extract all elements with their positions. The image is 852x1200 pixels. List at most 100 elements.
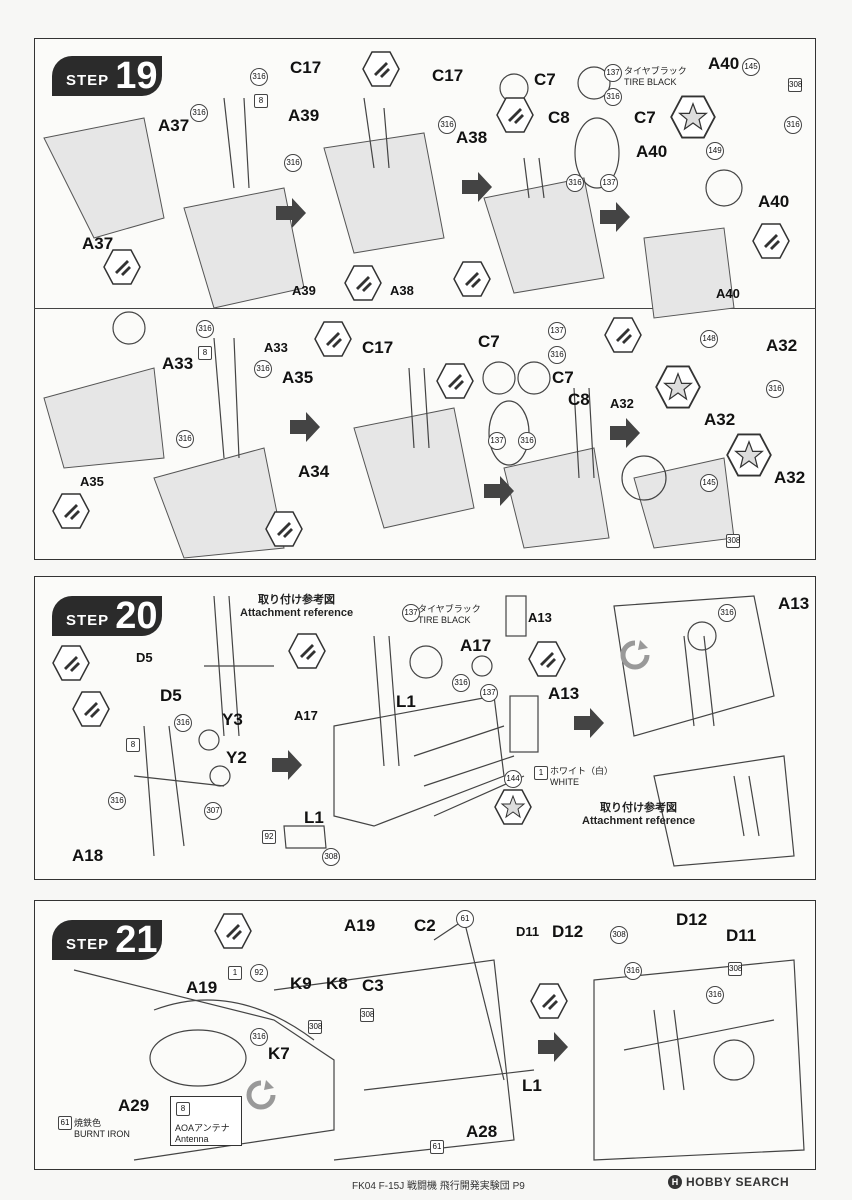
paint-code: 316 (784, 116, 802, 134)
step-19-arrow-5 (484, 476, 514, 506)
star-decal-hex-icon (494, 789, 532, 825)
ref-jp: 取り付け参考図 (600, 802, 678, 814)
decal-hex-icon (530, 983, 568, 1019)
tire-black-jp: タイヤブラック (418, 604, 481, 614)
paint-code: 61 (58, 1116, 72, 1130)
paint-code: 308 (728, 962, 742, 976)
part-label-a19: A19 (344, 916, 376, 935)
burnt-iron-en: BURNT IRON (74, 1129, 130, 1139)
decal-hex-icon (362, 51, 400, 87)
h-logo-icon: H (668, 1175, 682, 1189)
part-label-c7: C7 (478, 332, 500, 351)
paint-code: 316 (604, 88, 622, 106)
step-19-arrow-3 (600, 202, 630, 232)
paint-code: 308 (788, 78, 802, 92)
part-label-l1: L1 (304, 808, 324, 827)
part-label-a40: A40 (636, 142, 668, 161)
paint-code: 308 (308, 1020, 322, 1034)
step-word: STEP (66, 71, 110, 89)
paint-code: 144 (504, 770, 522, 788)
paint-code: 316 (250, 68, 268, 86)
part-label-l1: L1 (396, 692, 416, 711)
paint-code: 316 (176, 430, 194, 448)
decal-hex-icon (314, 321, 352, 357)
part-label-c8: C8 (548, 108, 570, 127)
paint-code: 316 (518, 432, 536, 450)
part-label-d11: D11 (516, 924, 540, 939)
paint-code: 316 (706, 986, 724, 1004)
part-label-l1: L1 (522, 1076, 542, 1095)
page-footer-title: FK04 F-15J 戦闘機 飛行開発実験団 P9 (352, 1181, 525, 1192)
part-label-k7: K7 (268, 1044, 290, 1063)
paint-code: 307 (204, 802, 222, 820)
step-20-arrow-2 (574, 708, 604, 738)
part-label-a35: A35 (282, 368, 314, 387)
step-21-arrow-1 (538, 1032, 568, 1062)
part-label-a18: A18 (72, 846, 104, 865)
decal-hex-icon (496, 97, 534, 133)
step-number: 21 (115, 919, 158, 961)
decal-hex-icon (288, 633, 326, 669)
part-label-a32: A32 (704, 410, 736, 429)
star-decal-hex-icon (726, 433, 772, 477)
part-label-a35: A35 (80, 474, 104, 489)
step-number: 20 (115, 595, 158, 637)
part-label-a40: A40 (758, 192, 790, 211)
decal-hex-icon (752, 223, 790, 259)
paint-code: 92 (262, 830, 276, 844)
decal-hex-icon (214, 913, 252, 949)
white-jp: ホワイト（白） (550, 766, 614, 776)
paint-code: 8 (176, 1102, 190, 1116)
paint-code: 316 (548, 346, 566, 364)
paint-code: 308 (322, 848, 340, 866)
step-20-badge: STEP 20 (52, 596, 162, 636)
part-label-y3: Y3 (222, 710, 243, 729)
decal-hex-icon (604, 317, 642, 353)
part-label-a33: A33 (162, 354, 194, 373)
step-19-arrow-4 (290, 412, 320, 442)
decal-hex-icon (436, 363, 474, 399)
step-20-arrow-1 (272, 750, 302, 780)
part-label-d5: D5 (160, 686, 182, 705)
part-label-a32: A32 (610, 396, 634, 411)
part-label-a38: A38 (456, 128, 488, 147)
decal-hex-icon (52, 493, 90, 529)
paint-code: 137 (604, 64, 622, 82)
aoa-jp: AOAアンテナ (175, 1123, 230, 1133)
paint-code: 148 (700, 330, 718, 348)
ref-en: Attachment reference (240, 607, 354, 619)
paint-code: 61 (456, 910, 474, 928)
part-label-a28: A28 (466, 1122, 498, 1141)
paint-code: 137 (488, 432, 506, 450)
star-decal-hex-icon (670, 95, 716, 139)
paint-code: 316 (766, 380, 784, 398)
rotate-icon (620, 640, 650, 670)
paint-code: 145 (700, 474, 718, 492)
paint-code: 92 (250, 964, 268, 982)
part-label-a37: A37 (82, 234, 114, 253)
part-label-c17: C17 (432, 66, 464, 85)
paint-code: 145 (742, 58, 760, 76)
part-label-a33: A33 (264, 340, 288, 355)
part-label-a40: A40 (716, 286, 740, 301)
part-label-a40: A40 (708, 54, 740, 73)
part-label-a17: A17 (460, 636, 492, 655)
part-label-a39: A39 (288, 106, 320, 125)
paint-code: 137 (548, 322, 566, 340)
part-label-c8: C8 (568, 390, 590, 409)
paint-code: 316 (254, 360, 272, 378)
part-label-y2: Y2 (226, 748, 247, 767)
tire-black-en: TIRE BLACK (624, 77, 677, 87)
paint-code: 316 (452, 674, 470, 692)
paint-code: 1 (534, 766, 548, 780)
paint-code: 308 (610, 926, 628, 944)
paint-code: 316 (624, 962, 642, 980)
paint-code: 137 (600, 174, 618, 192)
decal-hex-icon (52, 645, 90, 681)
decal-hex-icon (344, 265, 382, 301)
aoa-en: Antenna (175, 1134, 209, 1144)
part-label-a32: A32 (774, 468, 806, 487)
step-20-panel (34, 576, 816, 880)
part-label-d12: D12 (676, 910, 708, 929)
